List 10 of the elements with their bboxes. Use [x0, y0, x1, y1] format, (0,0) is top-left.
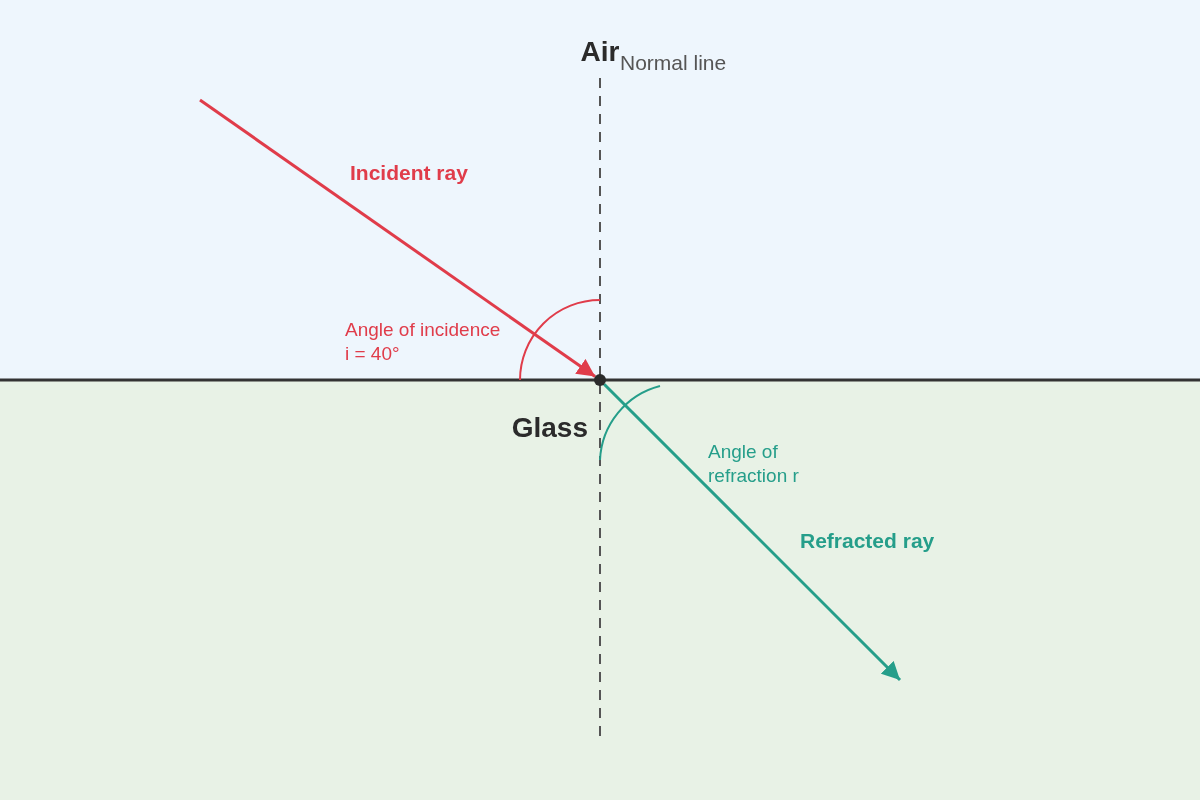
refracted-ray [603, 383, 902, 682]
edge-label: Incident ray [350, 160, 468, 186]
line-label: Normal line [620, 50, 728, 76]
air-region [0, 0, 1200, 380]
angle-label: Angle of refraction r [708, 440, 800, 488]
incident-ray [199, 98, 596, 378]
glass-region [0, 380, 1200, 800]
angle-label: Angle of incidence i = 40° [345, 318, 502, 366]
edge-label: Refracted ray [800, 528, 935, 554]
region-label: Glass [510, 411, 588, 445]
